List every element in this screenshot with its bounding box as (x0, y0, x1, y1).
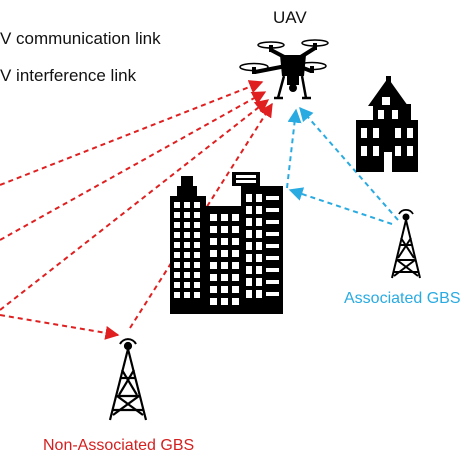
cell-tower-icon (391, 208, 421, 279)
communication-link-1 (299, 106, 399, 221)
communication-link-3 (286, 108, 302, 189)
cell-tower-icon (108, 338, 148, 421)
associated-gbs-label: Associated GBS (344, 290, 461, 307)
building-windows (174, 194, 279, 305)
interference-link-3 (0, 99, 270, 311)
drone-icon (239, 39, 329, 100)
legend-interference-link: V interference link (0, 66, 137, 85)
interference-link-2 (0, 91, 267, 241)
non-associated-gbs-label: Non-Associated GBS (43, 437, 195, 454)
legend-communication-link: V communication link (0, 29, 161, 48)
uav-label: UAV (273, 8, 307, 27)
communication-link-2 (288, 187, 393, 225)
interference-links (0, 80, 273, 340)
interference-link-1 (0, 80, 264, 186)
interference-link-4 (0, 314, 120, 340)
communication-links (286, 106, 399, 225)
city-buildings-icon (170, 172, 283, 314)
house-building-icon (356, 76, 418, 172)
